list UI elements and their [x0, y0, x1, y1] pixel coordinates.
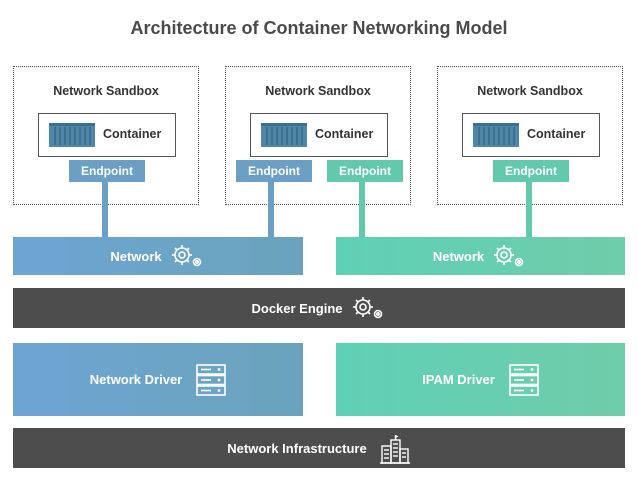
container-label: Container [315, 127, 374, 141]
endpoint-box: Endpoint [327, 160, 403, 182]
shipping-container-icon [261, 123, 307, 147]
ipam-driver-layer: IPAM Driver [336, 343, 625, 416]
ipam-driver-label: IPAM Driver [422, 372, 495, 387]
network-layer-right: Network [336, 237, 625, 275]
server-icon [196, 363, 227, 396]
shipping-container-icon [473, 123, 519, 147]
network-infrastructure-label: Network Infrastructure [227, 440, 367, 456]
network-sandbox-1: Network Sandbox Container [13, 66, 199, 205]
shipping-container-icon [49, 123, 95, 147]
network-infrastructure-layer: Network Infrastructure [13, 428, 625, 468]
network-layer-left: Network [13, 237, 303, 275]
server-icon [509, 363, 539, 396]
docker-engine-layer: Docker Engine [13, 288, 625, 328]
diagram-title: Architecture of Container Networking Mod… [130, 18, 508, 38]
gears-icon [171, 245, 201, 267]
network-driver-label: Network Driver [89, 372, 183, 387]
gears-icon [494, 245, 524, 267]
network-sandbox-2: Network Sandbox Container [225, 66, 411, 205]
container-box: Container [250, 113, 388, 157]
endpoint-box: Endpoint [493, 160, 569, 182]
container-box: Container [462, 113, 600, 157]
docker-engine-label: Docker Engine [251, 300, 343, 316]
endpoint-box: Endpoint [236, 160, 312, 182]
endpoint-box: Endpoint [69, 160, 145, 182]
endpoint-connector [102, 182, 108, 237]
container-label: Container [527, 127, 586, 141]
network-driver-layer: Network Driver [13, 343, 303, 416]
endpoint-connector [359, 182, 365, 237]
sandbox-label: Network Sandbox [53, 84, 159, 98]
container-box: Container [38, 113, 176, 157]
gears-icon [352, 297, 382, 319]
container-label: Container [103, 127, 162, 141]
endpoint-connector [268, 182, 274, 237]
sandbox-label: Network Sandbox [265, 84, 371, 98]
sandbox-label: Network Sandbox [477, 84, 583, 98]
network-label: Network [110, 248, 162, 264]
network-label: Network [432, 248, 485, 264]
endpoint-connector [526, 182, 532, 237]
buildings-icon [379, 435, 410, 464]
